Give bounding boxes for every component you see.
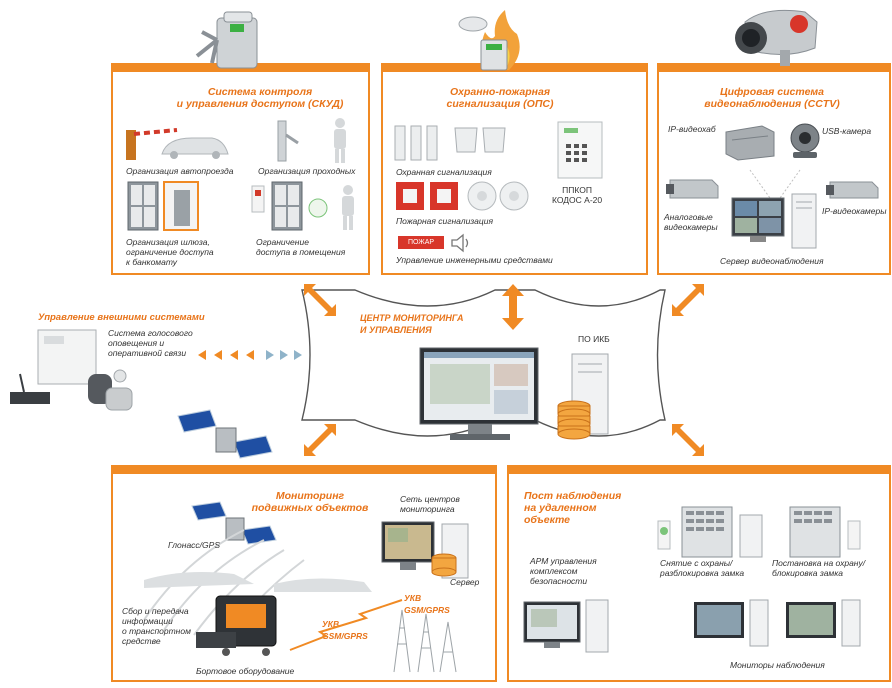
label-link-lower: УКВ GSM/GPRS: [322, 619, 368, 641]
speaker-icon: [451, 233, 469, 253]
label-ip-cameras: IP-видеокамеры: [822, 206, 887, 216]
lock-panel-icon: [789, 506, 861, 558]
satellite-small-icon: [191, 501, 277, 545]
dome-camera-icon: [735, 9, 818, 66]
cctv-title: Цифровая система видеонаблюдения (CCTV): [704, 86, 840, 110]
caption-engineering-control: Управление инженерными средствами: [396, 255, 553, 265]
cctv-server-icon: [731, 169, 817, 249]
cctv-panel: [657, 63, 891, 275]
arrow-cctv-center: [672, 284, 704, 316]
turnstile-person-icon: [277, 118, 346, 163]
caption-car-passage: Организация автопроезда: [126, 166, 234, 176]
label-collect-info: Сбор и передача информации о транспортно…: [122, 606, 191, 646]
label-ip-hub: IP-видеохаб: [668, 124, 716, 134]
fire-alarm-title: Охранно-пожарная сигнализация (ОПС): [446, 86, 554, 110]
arrow-access-center: [304, 284, 336, 316]
caption-fire-alarm: Пожарная сигнализация: [396, 216, 494, 226]
fire-alarm-sign: ПОЖАР: [398, 236, 444, 249]
remote-post-panel: [507, 465, 891, 682]
label-arm: АРМ управления комплексом безопасности: [530, 556, 597, 586]
radio-signal-zigzag: [289, 599, 403, 651]
satellite-icon: [177, 409, 273, 459]
onboard-equipment-icon: [196, 595, 277, 656]
signal-waves: [143, 529, 372, 639]
label-cctv-server: Сервер видеонаблюдения: [720, 256, 824, 266]
panel-header-bar: [657, 63, 891, 72]
access-control-title: Система контроля и управления доступом (…: [176, 86, 344, 110]
label-unlock: Снятие с охраны/ разблокировка замка: [660, 558, 745, 578]
fire-detector-icon: [458, 10, 520, 71]
radio-towers-icon: [393, 609, 457, 673]
caption-security-alarm: Охранная сигнализация: [396, 167, 492, 177]
label-software: ПО ИКБ: [578, 334, 610, 344]
external-systems-title: Управление внешними системами: [38, 312, 205, 323]
caption-control-panel: ППКОП КОДОС А-20: [552, 185, 603, 205]
remote-post-title: Пост наблюдения на удаленном объекте: [524, 490, 622, 526]
database-server-icon: [557, 353, 609, 440]
barrier-car-icon: [126, 128, 229, 160]
external-link-arrows: [198, 350, 302, 360]
observation-monitors-icon: [694, 599, 861, 647]
caption-room-access: Ограничение доступа в помещения: [256, 237, 346, 257]
arrow-remote-center: [672, 424, 704, 456]
security-sensors-icon: [394, 125, 506, 161]
label-link-upper: УКВ GSM/GPRS: [404, 593, 450, 615]
center-title: ЦЕНТР МОНИТОРИНГА И УПРАВЛЕНИЯ: [360, 313, 464, 335]
monitoring-workstation-icon: [419, 347, 539, 440]
caption-airlock: Организация шлюза, ограничение доступа к…: [126, 237, 214, 267]
airlock-atm-icon: [127, 181, 199, 231]
usb-camera-icon: [790, 123, 820, 158]
panel-header-bar: [381, 63, 648, 72]
turnstile-icon: [195, 11, 258, 69]
room-access-icon: [251, 181, 354, 231]
control-panel-icon: [557, 121, 603, 179]
network-server-icon: [381, 521, 469, 579]
analog-camera-icon: [666, 179, 719, 199]
arrow-fire-center: [502, 284, 524, 330]
label-monitors: Мониторы наблюдения: [730, 660, 825, 670]
ip-camera-icon: [826, 181, 879, 199]
arm-workstation-icon: [523, 599, 609, 653]
mobile-monitoring-title: Мониторинг подвижных объектов: [251, 490, 369, 514]
label-server: Сервер: [450, 577, 480, 587]
label-onboard: Бортовое оборудование: [196, 666, 295, 676]
unlock-panel-icon: [657, 506, 763, 558]
label-lock: Постановка на охрану/ блокировка замка: [772, 558, 866, 578]
external-systems-desc: Система голосового оповещения и оператив…: [108, 328, 193, 358]
panel-header-bar: [111, 465, 497, 474]
label-glonass: Глонасс/GPS: [168, 540, 220, 550]
fire-call-points-icon: [396, 181, 529, 211]
label-analog-cameras: Аналоговые видеокамеры: [664, 212, 718, 232]
label-usb-camera: USB-камера: [822, 126, 872, 136]
caption-checkpoint: Организация проходных: [258, 166, 356, 176]
panel-header-bar: [507, 465, 891, 474]
notification-devices-icon: [10, 329, 133, 411]
arrow-mobile-center: [304, 424, 336, 456]
video-hub-icon: [725, 125, 775, 161]
label-monitoring-network: Сеть центров мониторинга: [400, 494, 460, 514]
